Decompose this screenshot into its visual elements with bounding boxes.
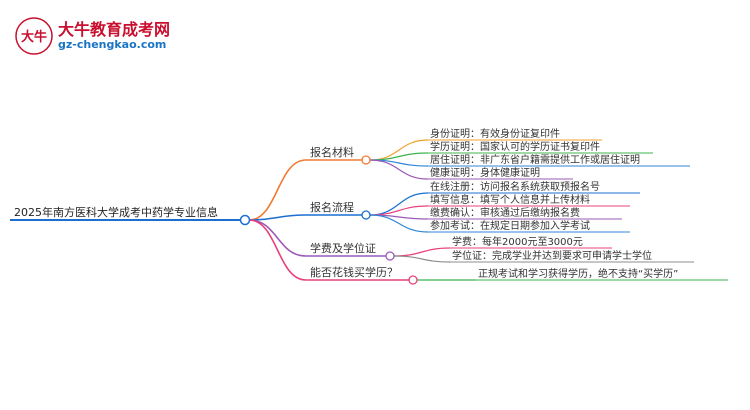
leaf-edge-1-4 <box>369 159 429 180</box>
mindmap-nodes: 2025年南方医科大学成考中药学专业信息 报名材料 身份证明：有效身份证复印件学历证… <box>10 127 728 285</box>
leaf-label-1-2[interactable]: 学历证明：国家认可的学历证书复印件 <box>430 140 600 153</box>
branch-label-3[interactable]: 学费及学位证 <box>310 241 376 255</box>
leaf-label-2-1[interactable]: 在线注册：访问报名系统获取预报名号 <box>430 180 600 193</box>
leaf-label-3-1[interactable]: 学费：每年2000元至3000元 <box>452 235 583 248</box>
mindmap-edges <box>248 139 476 281</box>
branch-handle-1[interactable] <box>361 155 371 165</box>
leaf-label-1-1[interactable]: 身份证明：有效身份证复印件 <box>430 127 560 140</box>
root-node-label[interactable]: 2025年南方医科大学成考中药学专业信息 <box>14 205 218 219</box>
logo-mark-text: 大牛 <box>21 29 47 45</box>
site-logo[interactable]: 大牛 大牛教育成考网 gz-chengkao.com <box>14 14 170 56</box>
root-node-handle[interactable] <box>239 214 251 226</box>
leaf-edge-3-1 <box>393 247 451 257</box>
leaf-label-3-2[interactable]: 学位证：完成学业并达到要求可申请学士学位 <box>452 249 652 262</box>
leaf-label-4-1[interactable]: 正规考试和学习获得学历，绝不支持“买学历” <box>478 267 678 280</box>
logo-mark: 大牛 <box>15 17 53 55</box>
branch-handle-4[interactable] <box>408 275 418 285</box>
branch-edge-1 <box>248 159 307 221</box>
leaf-label-2-3[interactable]: 缴费确认：审核通过后缴纳报名费 <box>430 206 580 219</box>
leaf-label-2-4[interactable]: 参加考试：在规定日期参加入学考试 <box>430 219 590 232</box>
branch-edge-4 <box>248 219 307 281</box>
branch-label-1[interactable]: 报名材料 <box>310 145 354 159</box>
logo-title: 大牛教育成考网 <box>58 20 171 39</box>
leaf-edge-2-4 <box>369 214 429 233</box>
branch-label-2[interactable]: 报名流程 <box>310 200 354 214</box>
branch-handle-2[interactable] <box>361 210 371 220</box>
logo-url[interactable]: gz-chengkao.com <box>58 38 167 51</box>
leaf-label-1-4[interactable]: 健康证明：身体健康证明 <box>430 166 540 179</box>
leaf-label-1-3[interactable]: 居住证明：非广东省户籍需提供工作或居住证明 <box>430 153 640 166</box>
branch-label-4[interactable]: 能否花钱买学历？ <box>310 265 398 279</box>
leaf-label-2-2[interactable]: 填写信息：填写个人信息并上传材料 <box>430 193 590 206</box>
leaf-edge-2-1 <box>369 192 429 216</box>
branch-handle-3[interactable] <box>385 251 395 261</box>
leaf-edge-3-2 <box>393 255 451 263</box>
